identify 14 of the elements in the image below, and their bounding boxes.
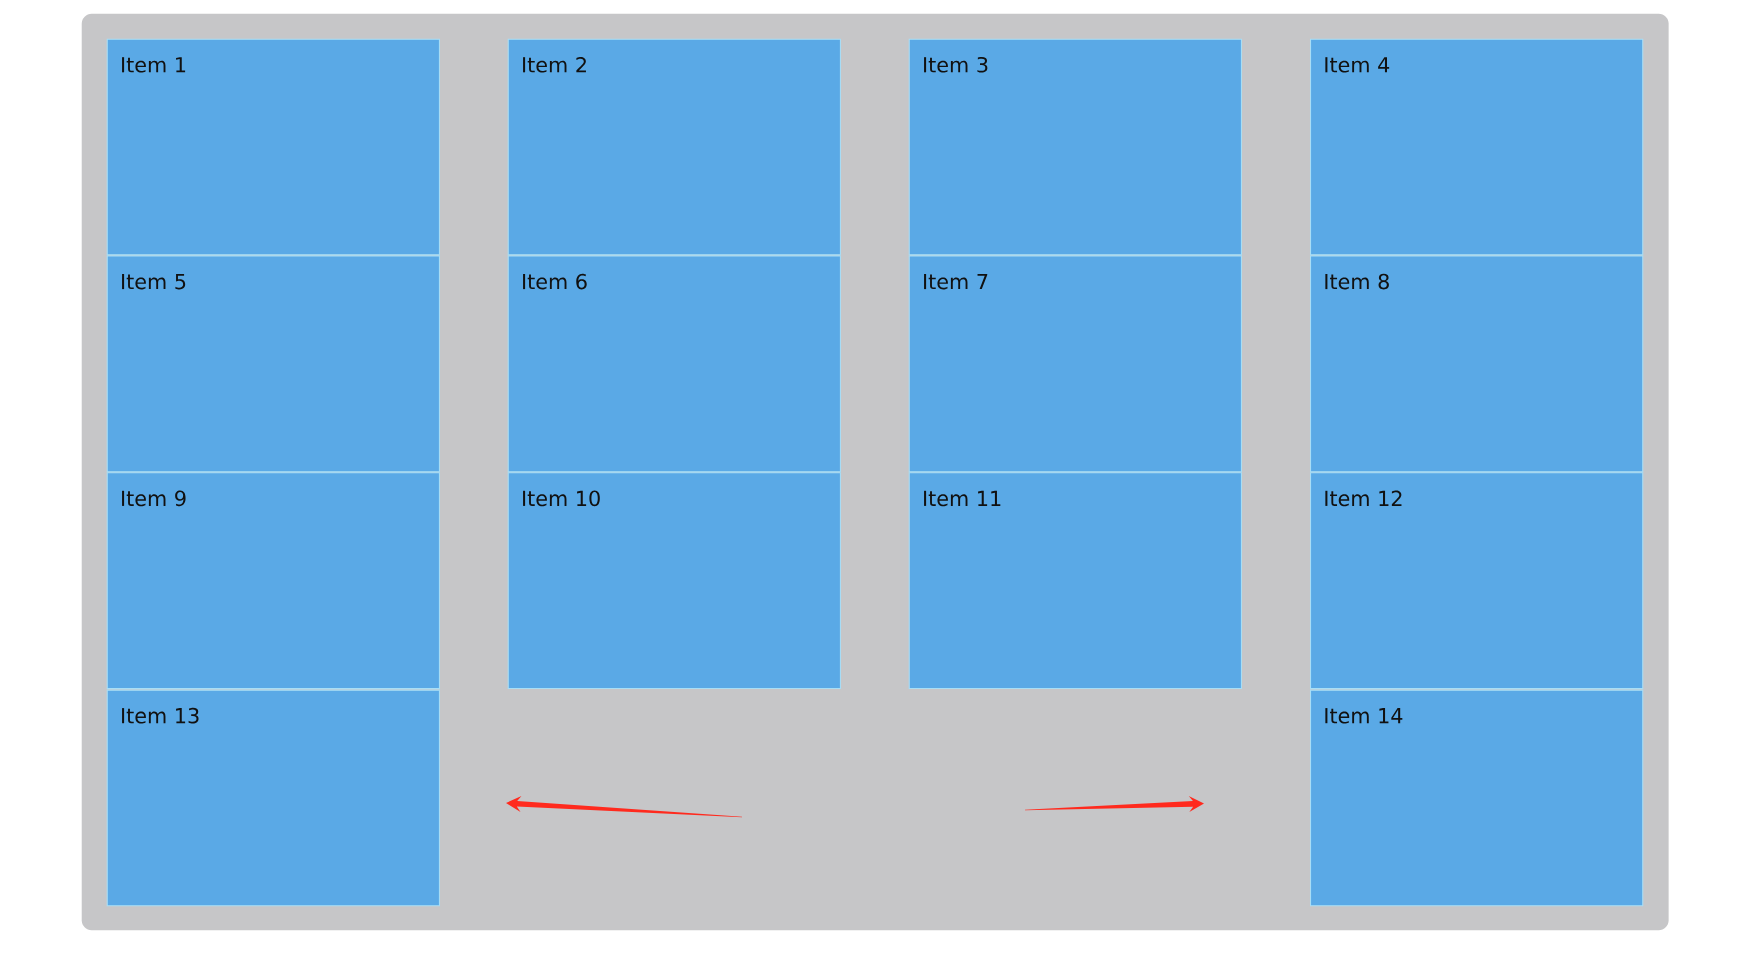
item-box: Item 13 [106, 689, 440, 907]
item-box: Item 11 [908, 472, 1242, 689]
item-box: Item 3 [908, 38, 1242, 256]
item-box: Item 12 [1310, 472, 1644, 689]
item-box: Item 2 [507, 38, 841, 256]
item-box: Item 6 [507, 255, 841, 473]
item-box: Item 10 [507, 472, 841, 689]
item-box: Item 5 [106, 255, 440, 473]
item-box: Item 9 [106, 472, 440, 689]
item-box: Item 7 [908, 255, 1242, 473]
item-box: Item 1 [106, 38, 440, 256]
item-box: Item 14 [1310, 689, 1644, 907]
item-box: Item 4 [1310, 38, 1644, 256]
item-box: Item 8 [1310, 255, 1644, 473]
